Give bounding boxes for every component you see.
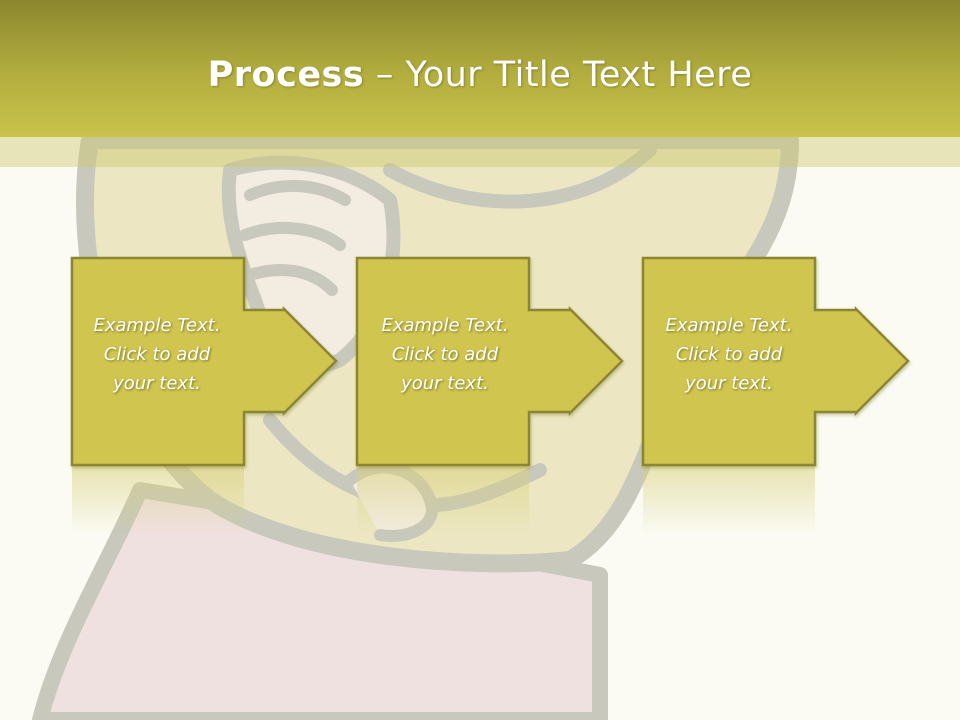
step-1-shape (70, 256, 338, 467)
step-1-reflection (72, 466, 244, 536)
illustration-fingers (239, 180, 351, 296)
title-accent-strip (0, 137, 960, 167)
process-step-3[interactable] (641, 256, 910, 536)
step-3-shape (641, 256, 910, 467)
title-rest: – Your Title Text Here (364, 55, 753, 95)
step-2-shape (355, 256, 624, 467)
process-step-1[interactable] (70, 256, 338, 536)
slide-title[interactable]: Process – Your Title Text Here (0, 50, 960, 100)
step-3-text[interactable]: Example Text. Click to add your text. (665, 315, 793, 394)
title-bold: Process (207, 55, 365, 95)
step-2-text[interactable]: Example Text. Click to add your text. (381, 315, 509, 394)
illustration-brow (383, 143, 657, 209)
process-step-2[interactable] (355, 256, 624, 536)
step-3-reflection (643, 466, 815, 536)
step-2-reflection (357, 466, 529, 536)
title-bar (0, 0, 960, 137)
step-1-text[interactable]: Example Text. Click to add your text. (93, 315, 221, 394)
